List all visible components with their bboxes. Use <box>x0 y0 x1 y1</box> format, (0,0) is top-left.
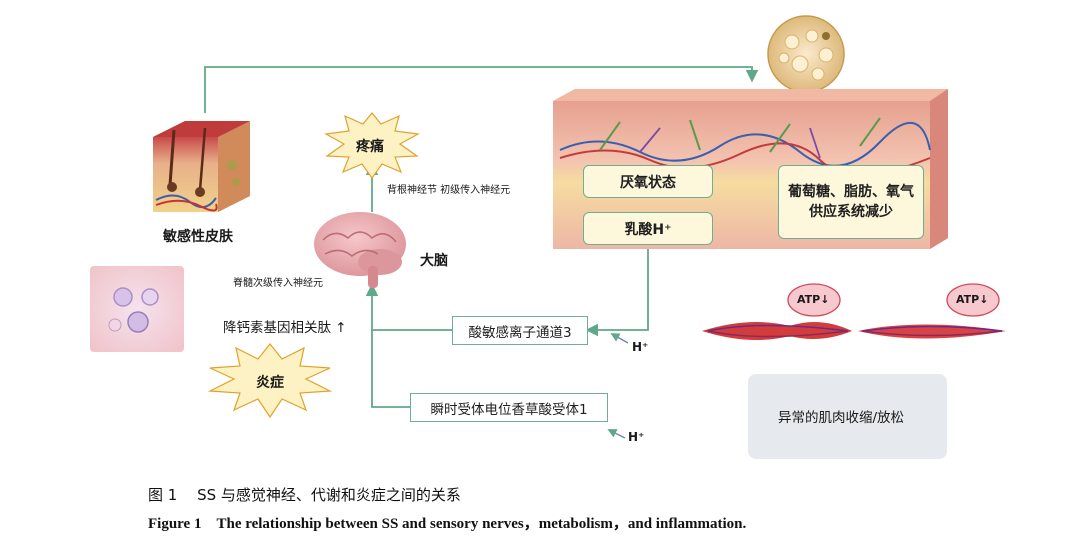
arrow-trpv1-line <box>371 330 410 408</box>
atp-badge-2 <box>946 283 1000 317</box>
caption-en: Figure 1 The relationship between SS and… <box>148 516 747 532</box>
box-hypoxia: 厌氧状态 <box>583 165 713 198</box>
box-nutrient-supply: 葡萄糖、脂肪、氧气 供应系统减少 <box>778 165 924 239</box>
box-asic3: 酸敏感离子通道3 <box>452 316 588 345</box>
label-pain: 疼痛 <box>356 139 384 155</box>
label-inflammation: 炎症 <box>256 375 284 391</box>
box-trpv1: 瞬时受体电位香草酸受体1 <box>410 393 608 422</box>
h-plus-arrow-1 <box>610 333 629 344</box>
label-cgrp: 降钙素基因相关肽 ↑ <box>223 320 347 336</box>
label-brain: 大脑 <box>420 253 448 269</box>
muscle-fiber-2 <box>858 324 1006 339</box>
muscle-box-bg <box>748 374 947 459</box>
label-muscle: 异常的肌肉收缩/放松 <box>778 410 905 426</box>
inflammation-starburst <box>207 343 333 419</box>
inflammation-cells-image <box>90 266 184 352</box>
pain-starburst <box>324 112 420 180</box>
arrow-lactate-to-asic <box>585 246 649 337</box>
atp-badge-1 <box>787 283 841 317</box>
skin-illustration <box>153 121 250 212</box>
h-plus-arrow-2 <box>607 429 626 439</box>
label-h-plus-1: H⁺ <box>632 340 649 354</box>
muscle-fiber-1 <box>702 322 852 340</box>
brain-illustration <box>314 212 406 288</box>
arrow-skin-to-fat <box>204 66 759 113</box>
box-lactate: 乳酸H⁺ <box>583 212 713 245</box>
label-drg-neuron: 背根神经节 初级传入神经元 <box>387 185 511 196</box>
caption-cn: 图 1 SS 与感觉神经、代谢和炎症之间的关系 <box>148 486 461 504</box>
arrow-asic-to-brain <box>365 283 452 331</box>
label-atp-2: ATP↓ <box>956 293 989 306</box>
fat-cell-illustration <box>767 15 845 93</box>
label-atp-1: ATP↓ <box>797 293 830 306</box>
label-sensitive-skin: 敏感性皮肤 <box>163 229 233 245</box>
label-h-plus-2: H⁺ <box>628 430 645 444</box>
label-spinal-neuron: 脊髓次级传入神经元 <box>233 278 323 289</box>
